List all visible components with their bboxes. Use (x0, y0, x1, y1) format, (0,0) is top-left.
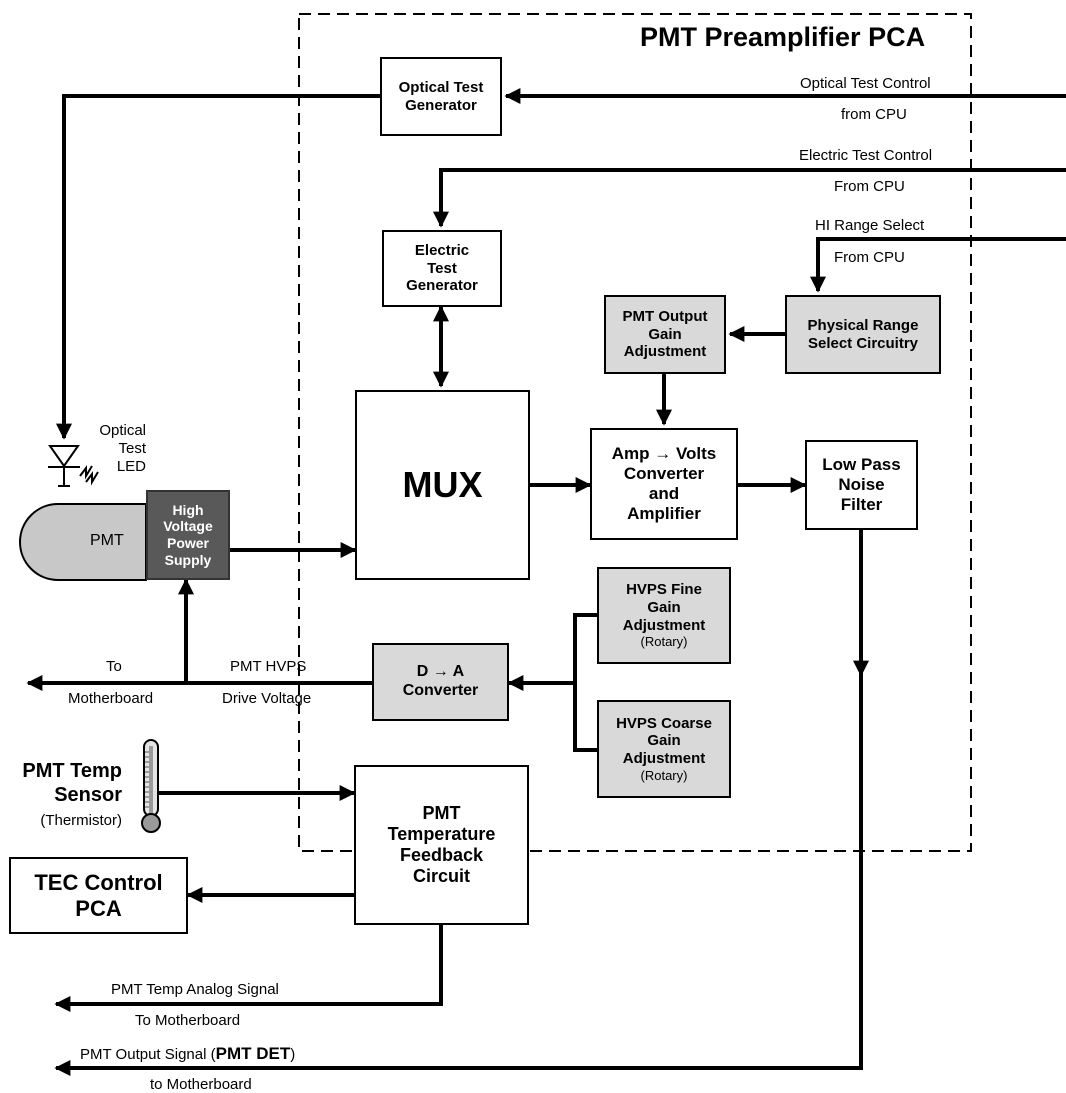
led-icon (48, 445, 99, 487)
thermistor-label: (Thermistor) (40, 812, 122, 829)
output-to-motherboard-label: to Motherboard (150, 1076, 252, 1093)
motherboard-label: Motherboard (68, 690, 154, 707)
optical-test-control-label: Optical Test Control (800, 75, 931, 92)
mux: MUX (355, 390, 530, 580)
amp-volts-converter: Amp → Volts Converter and Amplifier (590, 428, 738, 540)
pmt-label: PMT (90, 532, 124, 549)
hi-range-select-label: HI Range Select (815, 217, 925, 234)
drive-voltage-label: Drive Voltage (222, 690, 312, 707)
optical-test-led-label: Optical Test LED (99, 422, 146, 475)
hi-from-cpu-label: From CPU (834, 249, 905, 266)
optical-from-cpu-label: from CPU (841, 106, 907, 123)
thermometer-icon (141, 739, 161, 833)
pmt-temp-sensor-label: PMT Temp Sensor (22, 760, 122, 806)
electric-test-control-label: Electric Test Control (799, 147, 933, 164)
fine-gain-wire (573, 613, 597, 752)
electric-control-line (433, 168, 1066, 228)
pmt-hvps-label: PMT HVPS (230, 658, 307, 675)
pmt-tube (19, 503, 147, 581)
temp-analog-line (54, 925, 443, 1012)
to-label: To (106, 658, 122, 675)
hvps-coarse-gain-adjustment: HVPS Coarse Gain Adjustment (Rotary) (597, 700, 731, 798)
electric-from-cpu-label: From CPU (834, 178, 905, 195)
pca-boundary (298, 13, 972, 852)
pmt-temperature-feedback-circuit: PMT Temperature Feedback Circuit (354, 765, 529, 925)
hi-range-line (810, 237, 1066, 293)
physical-range-select: Physical Range Select Circuitry (785, 295, 941, 374)
temp-to-motherboard-label: To Motherboard (135, 1012, 241, 1029)
electric-test-generator: Electric Test Generator (382, 230, 502, 307)
pmt-det-line (54, 665, 863, 1076)
temp-analog-signal-label: PMT Temp Analog Signal (111, 981, 279, 998)
high-voltage-power-supply: High Voltage Power Supply (146, 490, 230, 580)
optical-test-generator: Optical Test Generator (380, 57, 502, 136)
tec-control-pca: TEC Control PCA (9, 857, 188, 934)
optical-to-led-line (56, 94, 380, 440)
d-to-a-converter: D → A Converter (372, 643, 509, 721)
hvps-fine-gain-adjustment: HVPS Fine Gain Adjustment (Rotary) (597, 567, 731, 664)
pmt-output-gain-adjustment: PMT Output Gain Adjustment (604, 295, 726, 374)
pca-title: PMT Preamplifier PCA (640, 22, 926, 52)
pmt-output-signal-label: PMT Output Signal (PMT DET) (80, 1044, 296, 1063)
low-pass-noise-filter: Low Pass Noise Filter (805, 440, 918, 530)
